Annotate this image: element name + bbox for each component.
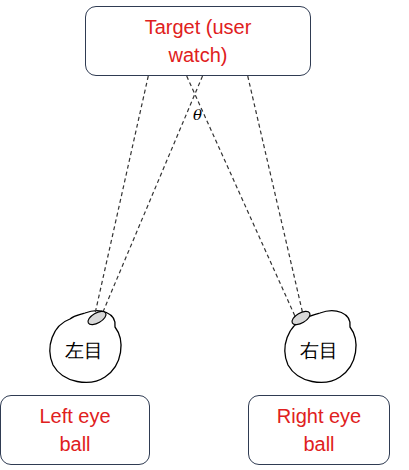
angle-label: θ bbox=[193, 106, 202, 124]
eyeball-shape: 左目 bbox=[45, 305, 123, 385]
sight-line bbox=[93, 76, 202, 321]
eye-label: 左目 bbox=[65, 338, 103, 364]
box-label: Left eye ball bbox=[33, 402, 118, 458]
box-label: Right eye ball bbox=[277, 402, 362, 458]
eye-label: 右目 bbox=[300, 338, 338, 364]
eyeball-shape: 右目 bbox=[280, 305, 358, 385]
sight-line bbox=[187, 76, 304, 321]
sight-line-dash bbox=[93, 76, 148, 321]
eyeball-outline-path bbox=[50, 311, 121, 383]
label-box: Right eye ball bbox=[248, 395, 390, 465]
sight-line-dash bbox=[187, 76, 297, 321]
right-pupil bbox=[290, 309, 312, 328]
target-box: Target (user watch) bbox=[85, 6, 311, 76]
box-label: Target (user watch) bbox=[133, 13, 263, 69]
label-box: Left eye ball bbox=[0, 395, 150, 465]
left-pupil bbox=[86, 309, 108, 328]
sight-line-dash bbox=[248, 76, 304, 316]
eyeball-outline-path bbox=[285, 311, 356, 383]
sight-line-dash bbox=[101, 76, 202, 316]
